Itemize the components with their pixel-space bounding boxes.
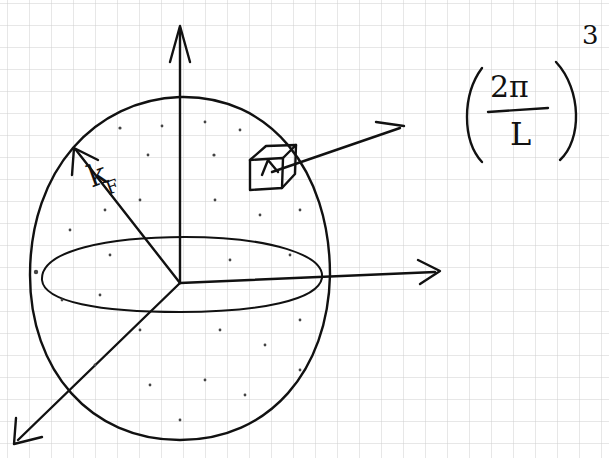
state-dots: [34, 121, 302, 422]
volume-fraction-strokes: [467, 62, 576, 162]
denominator-text: L: [510, 118, 531, 150]
numerator-text: 2π: [490, 72, 529, 102]
exponent-text: 3: [582, 22, 599, 48]
